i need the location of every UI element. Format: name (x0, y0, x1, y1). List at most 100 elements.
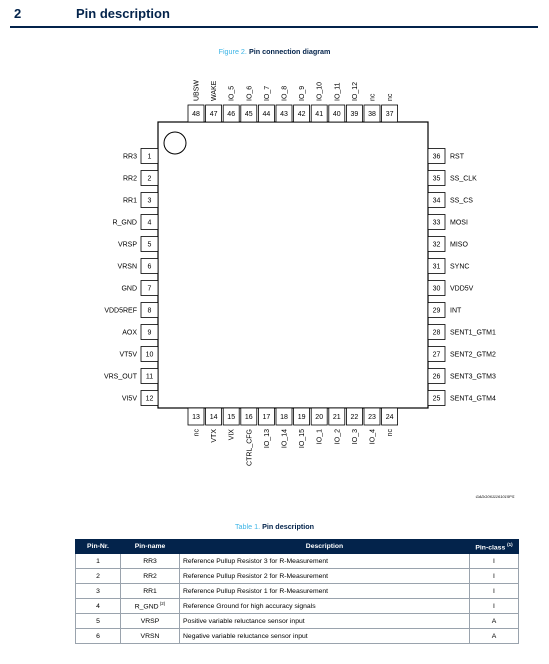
cell-pin-class: A (469, 628, 519, 644)
pin-box (381, 104, 399, 123)
pin-label: SENT3_GTM3 (450, 374, 496, 381)
pin-box (363, 104, 381, 123)
pin-label: IO_6 (246, 86, 253, 101)
pin-label: WAKE (211, 80, 218, 101)
pin-number: 3 (148, 198, 152, 205)
cell-description: Reference Pullup Resistor 3 for R-Measur… (179, 553, 470, 569)
pin-number: 34 (433, 198, 441, 205)
pin-label: RST (450, 154, 465, 161)
pin-box (140, 236, 159, 252)
pin-number: 24 (386, 414, 394, 421)
pin-label: IO_7 (264, 86, 271, 101)
pin-label: IO_8 (282, 86, 289, 101)
header-pin-class-note: (1) (507, 541, 513, 547)
pin-box (257, 104, 275, 123)
pin-label: GND (121, 286, 137, 293)
pin-box (187, 104, 205, 123)
pin-box (240, 407, 258, 426)
pin-number: 10 (146, 352, 154, 359)
pin-number: 16 (245, 414, 253, 421)
figure-caption: Figure 2. Pin connection diagram (0, 47, 549, 56)
pin-label: RR1 (123, 198, 137, 205)
pin-box (310, 407, 328, 426)
pin-box (205, 407, 223, 426)
pin-number: 25 (433, 396, 441, 403)
pin-box (427, 170, 446, 186)
pin-label: IO_9 (299, 86, 306, 101)
pin-box (222, 407, 240, 426)
table-caption: Table 1. Pin description (0, 522, 549, 531)
pin-label: IO_12 (352, 82, 359, 101)
pin-label: VRSP (118, 242, 137, 249)
pin-label: nc (387, 429, 394, 437)
pin-number: 4 (148, 220, 152, 227)
pin-label: SS_CS (450, 198, 473, 205)
pin-box (140, 258, 159, 274)
cell-pin-class: I (469, 553, 519, 569)
pin-label: SS_CLK (450, 176, 477, 183)
header-description: Description (179, 539, 470, 554)
pin-number: 43 (280, 111, 288, 118)
pin-box (345, 104, 363, 123)
pin-number: 47 (210, 111, 218, 118)
pin-number: 14 (210, 414, 218, 421)
cell-note: (2) (158, 601, 166, 607)
pin-label: SENT2_GTM2 (450, 352, 496, 359)
pin-label: SENT1_GTM1 (450, 330, 496, 337)
pin-label: AOX (122, 330, 137, 337)
pin-label: SYNC (450, 264, 469, 271)
pin1-marker (163, 131, 187, 155)
cell-description: Reference Pullup Resistor 2 for R-Measur… (179, 568, 470, 584)
pin-box (140, 280, 159, 296)
pin-box (427, 368, 446, 384)
pin-label: INT (450, 308, 462, 315)
pin-box (328, 407, 346, 426)
pin-connection-diagram: 1RR32RR23RR14R_GND5VRSP6VRSN7GND8VDD5REF… (104, 80, 515, 499)
figure-id: GADG0611161015PS (476, 494, 515, 499)
pin-label: VDD5V (450, 286, 474, 293)
pin-label: MISO (450, 242, 468, 249)
cell-description: Reference Pullup Resistor 1 for R-Measur… (179, 583, 470, 599)
pin-box (257, 407, 275, 426)
cell-pin-class: I (469, 598, 519, 614)
figure-title: Pin connection diagram (248, 47, 331, 56)
pin-number: 35 (433, 176, 441, 183)
pin-label: IO_3 (352, 429, 359, 444)
pin-box (140, 302, 159, 318)
cell-pin-name: VRSN (120, 628, 180, 644)
pin-box (427, 148, 446, 164)
pin-box (140, 192, 159, 208)
pin-number: 39 (351, 111, 359, 118)
pin-box (140, 214, 159, 230)
pin-box (275, 407, 293, 426)
pin-label: nc (370, 93, 377, 101)
pin-box (427, 302, 446, 318)
section-title: Pin description (76, 6, 170, 21)
pin-box (140, 368, 159, 384)
pin-label: CTRL_CFG (246, 429, 253, 466)
pin-box (427, 192, 446, 208)
pin-label: VDD5REF (104, 308, 137, 315)
pin-label: RR3 (123, 154, 137, 161)
pin-label: VT5V (119, 352, 137, 359)
pin-label: SENT4_GTM4 (450, 396, 496, 403)
pin-box (240, 104, 258, 123)
cell-pin-name: RR1 (120, 583, 180, 599)
pin-label: nc (387, 93, 394, 101)
pin-label: IO_2 (334, 429, 341, 444)
cell-description: Reference Ground for high accuracy signa… (179, 598, 470, 614)
pin-number: 27 (433, 352, 441, 359)
pin-label: MOSI (450, 220, 468, 227)
pin-number: 38 (368, 111, 376, 118)
pin-number: 46 (227, 111, 235, 118)
section-rule (10, 26, 538, 28)
pin-number: 23 (368, 414, 376, 421)
pin-label: VIX (229, 429, 236, 441)
pin-box (427, 214, 446, 230)
pin-number: 44 (263, 111, 271, 118)
header-pin-nr: Pin-Nr. (75, 539, 121, 554)
